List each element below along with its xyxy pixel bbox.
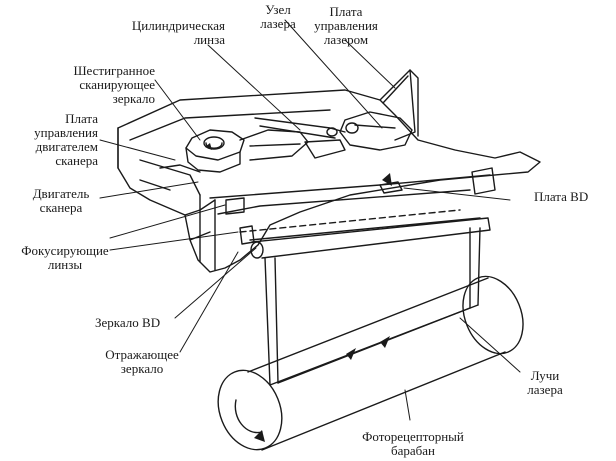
- label-focusing-lenses: Фокусирующие линзы: [21, 243, 109, 272]
- leader-lines: [99, 19, 521, 421]
- label-hexagonal-mirror: Шестигранное сканирующее зеркало: [73, 63, 155, 106]
- scan-window: [209, 167, 496, 245]
- label-bd-mirror: Зеркало BD: [95, 315, 161, 330]
- label-laser-unit: Узел лазера: [260, 2, 296, 31]
- label-photoreceptor-drum: Фоторецепторный барабан: [362, 429, 464, 458]
- hexagonal-mirror: [185, 129, 309, 173]
- laser-control-board: [379, 69, 419, 141]
- reflecting-mirror-bar: [250, 217, 491, 259]
- cylindrical-lens: [254, 117, 346, 159]
- label-scanner-motor: Двигатель сканера: [32, 186, 90, 215]
- label-cylindrical-lens: Цилиндрическая линза: [131, 18, 225, 47]
- laser-beam-sheet: [264, 227, 481, 386]
- beam-arrows: [205, 143, 392, 442]
- label-bd-board: Плата BD: [534, 189, 589, 204]
- label-laser-beams: Лучи лазера: [527, 368, 563, 397]
- label-laser-control-board: Плата управления лазером: [314, 4, 378, 47]
- label-reflecting-mirror: Отражающее зеркало: [105, 347, 179, 376]
- photoreceptor-drum: [217, 275, 524, 451]
- scanner-housing: [117, 89, 541, 273]
- laser-unit: [326, 111, 413, 151]
- label-scanner-motor-board: Плата управления двигателем сканера: [34, 111, 98, 168]
